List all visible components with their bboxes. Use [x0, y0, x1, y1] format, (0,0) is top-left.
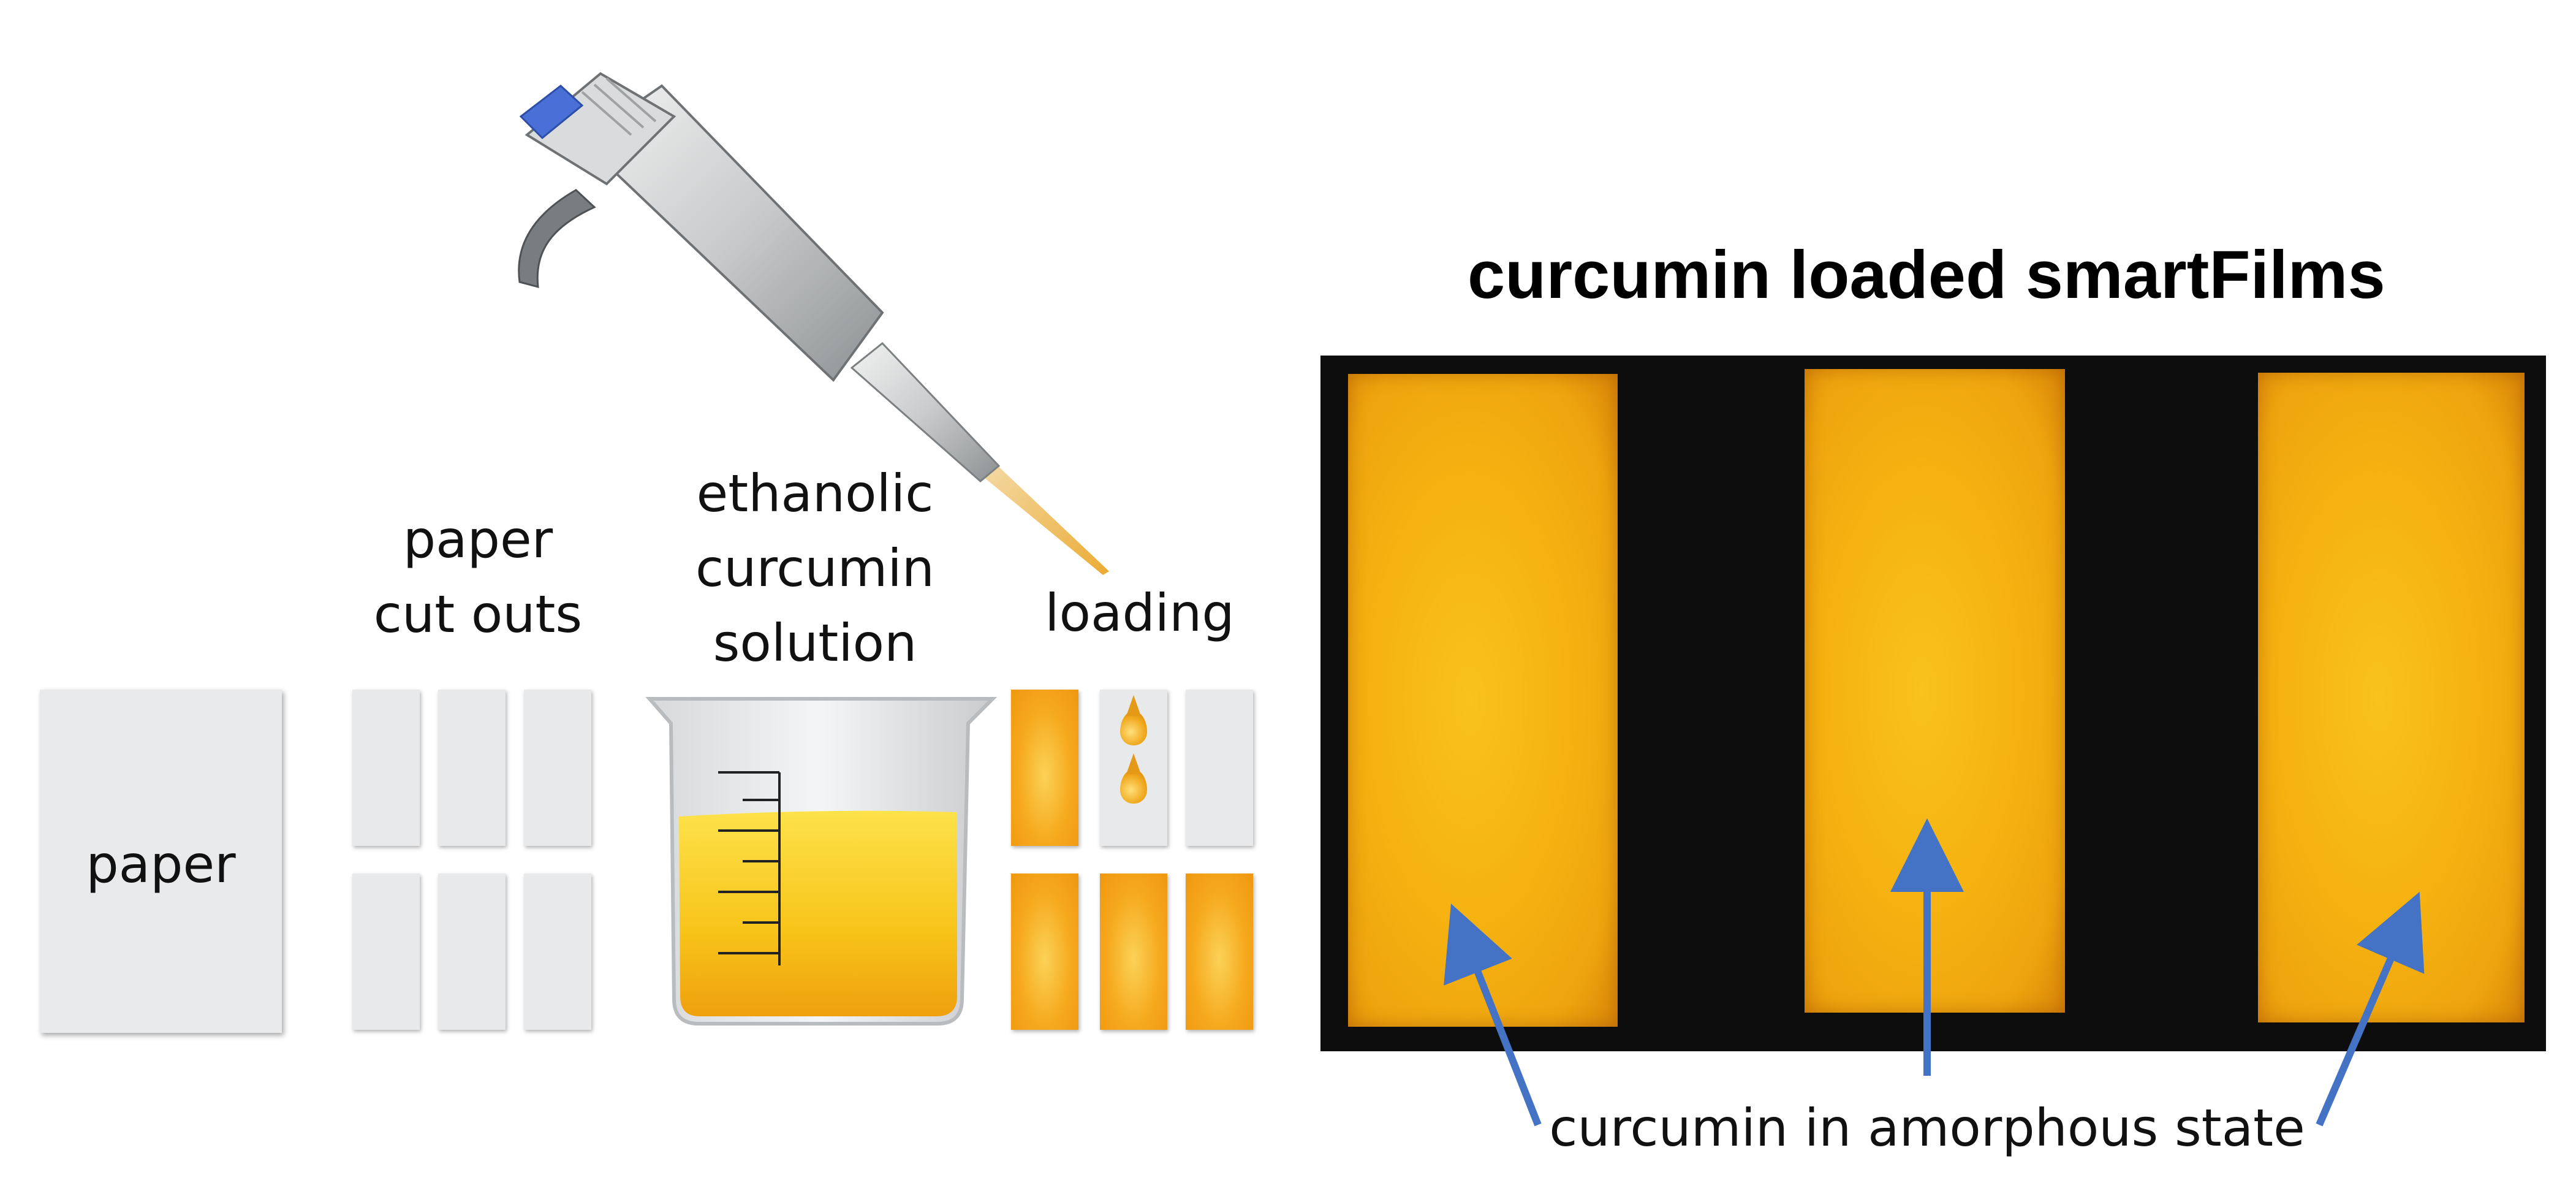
solution-label-line3: solution	[713, 612, 917, 673]
paper-cut-out	[524, 690, 591, 846]
paper-cut-out	[352, 874, 420, 1030]
droplet-icon	[1120, 769, 1147, 804]
paper-cut-out	[352, 690, 420, 846]
loaded-cut-out	[1011, 874, 1078, 1030]
paper-cut-out	[1186, 690, 1253, 846]
solution-label-line1: ethanolic	[696, 463, 934, 523]
cut-outs-label-line1: paper	[403, 509, 553, 569]
smartfilm-strip	[1805, 369, 2065, 1013]
paper-cut-out	[524, 874, 591, 1030]
loading-label: loading	[1045, 583, 1235, 643]
paper-sheet	[40, 690, 282, 1033]
solution-label: ethanolic curcumin solution	[650, 457, 980, 680]
loaded-cut-out	[1186, 874, 1253, 1030]
arrow-right	[2316, 891, 2425, 1127]
loaded-cut-out	[1011, 690, 1078, 846]
paper-cut-out	[438, 690, 506, 846]
cut-outs-label-line2: cut outs	[373, 584, 583, 644]
droplet-icon	[1120, 711, 1147, 745]
pipette-icon	[518, 72, 1109, 575]
arrow-left	[1444, 904, 1542, 1127]
loaded-cut-out	[1100, 874, 1167, 1030]
amorphous-label: curcumin in amorphous state	[1549, 1098, 2305, 1158]
solution-label-line2: curcumin	[695, 538, 934, 598]
beaker-icon	[645, 697, 998, 1026]
figure-title: curcumin loaded smartFilms	[1468, 237, 2385, 313]
paper-label-overlay: paper	[86, 834, 236, 894]
cut-outs-label: paper cut outs	[331, 503, 625, 652]
paper-cut-out	[438, 874, 506, 1030]
